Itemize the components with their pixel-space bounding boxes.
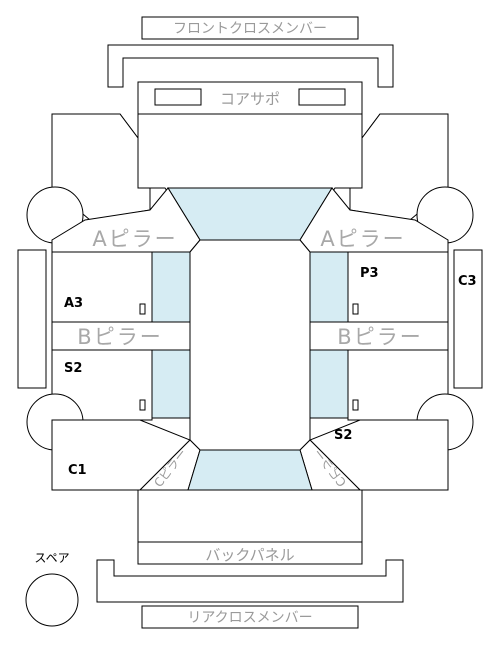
code-right-rocker: C3 [458, 274, 477, 289]
code-rear-left-door: S2 [64, 361, 82, 376]
code-front-right-door: P3 [360, 266, 379, 281]
right-rear-window[interactable] [309, 349, 349, 419]
right-rear-door-handle[interactable] [352, 399, 359, 411]
left-front-door[interactable] [51, 251, 153, 323]
left-front-door-handle[interactable] [139, 303, 146, 315]
code-front-left-door: A3 [64, 296, 83, 311]
rear-window[interactable] [187, 449, 313, 491]
right-b-pillar-label: Bピラー [337, 325, 422, 349]
core-support-label: コアサポ [220, 90, 280, 108]
left-headlight[interactable] [154, 88, 202, 106]
trunk-lid[interactable] [137, 489, 363, 543]
spare-tire[interactable] [25, 573, 79, 627]
rear-cross-member-box[interactable] [141, 605, 359, 629]
rear-bumper[interactable] [96, 559, 404, 603]
left-rear-window[interactable] [151, 349, 191, 419]
right-headlight[interactable] [298, 88, 346, 106]
left-rear-door-handle[interactable] [139, 399, 146, 411]
right-front-window[interactable] [309, 251, 349, 323]
back-panel-label: バックパネル [205, 546, 294, 564]
left-front-window[interactable] [151, 251, 191, 323]
front-cross-member-label: フロントクロスメンバー [173, 21, 327, 37]
right-rocker[interactable] [453, 249, 483, 389]
front-cross-member-box[interactable] [141, 16, 359, 40]
right-b-pillar[interactable] [309, 321, 449, 351]
front-bracket[interactable] [107, 44, 394, 88]
right-front-door[interactable] [347, 251, 449, 323]
roof[interactable] [189, 239, 311, 451]
rear-cross-member-label: リアクロスメンバー [187, 610, 312, 626]
left-rocker[interactable] [17, 249, 47, 389]
right-front-door-handle[interactable] [352, 303, 359, 315]
right-a-pillar-label: Aピラー [320, 227, 405, 251]
left-b-pillar-label: Bピラー [77, 325, 162, 349]
back-panel-box[interactable] [137, 541, 363, 565]
code-rear-right-door: S2 [334, 428, 352, 443]
code-left-rear-quarter: C1 [68, 463, 87, 478]
left-a-pillar-label: Aピラー [92, 227, 177, 251]
spare-label: スペア [34, 551, 69, 565]
